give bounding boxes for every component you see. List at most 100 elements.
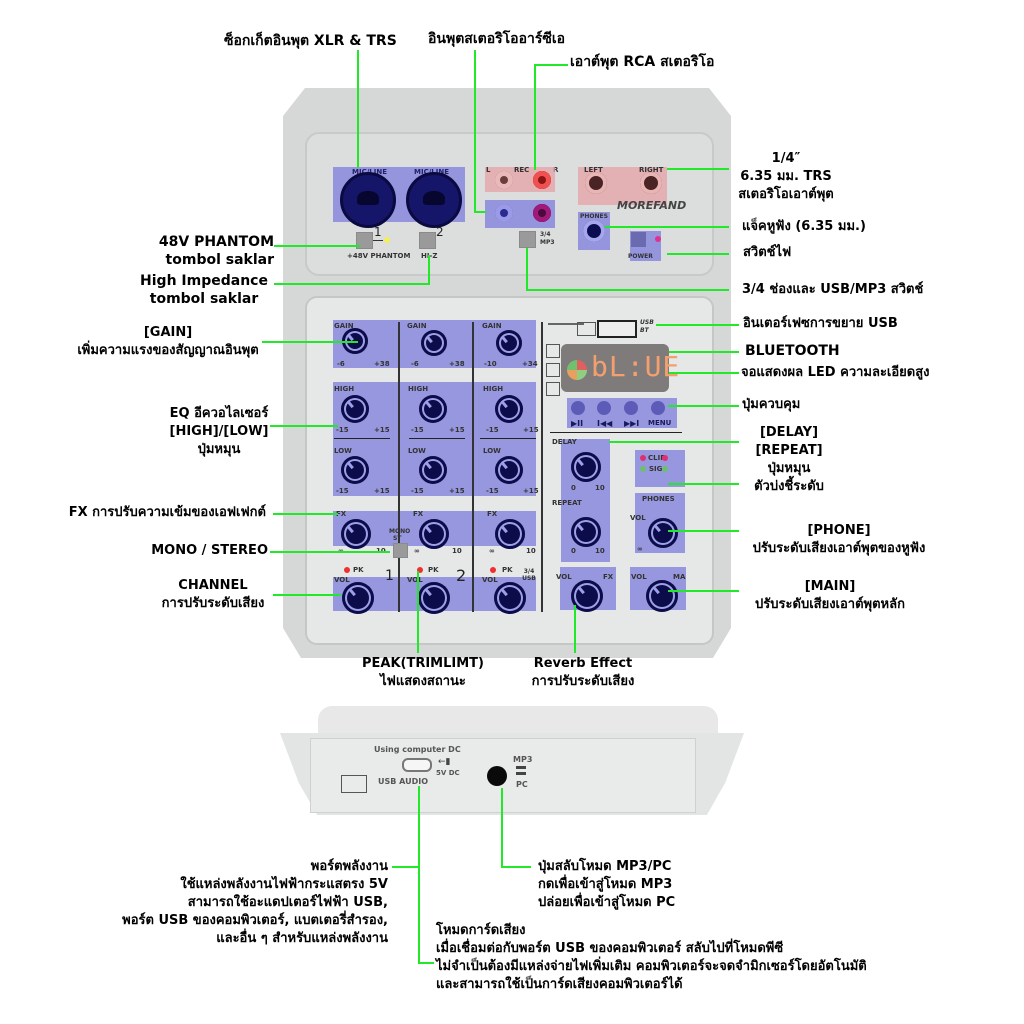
ch2-vol-label: VOL — [407, 576, 423, 584]
ch34-gain-min: -10 — [484, 360, 497, 368]
mono-stereo-switch[interactable] — [393, 543, 408, 558]
phones-vol-title: PHONES — [642, 495, 675, 503]
leader-power-port-v — [418, 786, 420, 964]
delay-knob[interactable] — [571, 452, 601, 482]
callout-trs-output: 1/4″ 6.35 มม. TRS สเตอริโอเอาต์พุต — [734, 150, 838, 204]
reverb-fx-knob[interactable] — [571, 580, 603, 612]
callout-mp3-pc-line3: ปล่อยเพื่อเข้าสู่โหมด PC — [538, 895, 676, 910]
channel-number-2: 2 — [436, 225, 444, 239]
rca-input-jack-right[interactable] — [533, 204, 551, 222]
ch34-usb-mp3-switch[interactable] — [519, 231, 536, 248]
leader-mono — [270, 551, 390, 553]
trs-output-jack-right[interactable] — [640, 172, 662, 194]
main-ma-label: MA — [673, 573, 686, 581]
rca-output-jack-left[interactable] — [495, 171, 513, 189]
callout-power-port: พอร์ตพลังงาน ใช้แหล่งพลังงานไฟฟ้ากระแสตร… — [96, 858, 388, 948]
ch34-label: 3/4 — [540, 231, 551, 238]
callout-peak-line2: ไฟแสดงสถานะ — [380, 674, 466, 689]
previous-button[interactable] — [597, 401, 611, 415]
leader-delay — [609, 441, 739, 443]
master-divider — [541, 322, 543, 612]
repeat-label: REPEAT — [552, 499, 582, 507]
ch34-vol-knob[interactable] — [494, 582, 526, 614]
led-display: bL:UE — [561, 344, 679, 392]
leader-sound-card-h — [418, 962, 434, 964]
phantom-48v-button[interactable] — [356, 232, 373, 249]
ch34-gain-knob[interactable] — [496, 330, 522, 356]
callout-reverb: Reverb Effect การปรับระดับเสียง — [510, 655, 656, 691]
ch1-low-knob[interactable] — [341, 456, 369, 484]
ch2-gain-knob[interactable] — [421, 330, 447, 356]
callout-delay-line2: [REPEAT] — [755, 443, 823, 458]
rca-output-jack-right[interactable] — [533, 171, 551, 189]
callout-trs-output-line2: 6.35 มม. TRS — [740, 169, 832, 184]
ch2-fx-min: ∞ — [414, 547, 420, 555]
callout-power-port-line4: พอร์ต USB ของคอมพิวเตอร์, แบตเตอรี่สำรอง… — [122, 913, 388, 928]
ch34-fx-knob[interactable] — [495, 519, 525, 549]
leader-ch34-h — [526, 289, 729, 291]
ch2-fx-max: 10 — [452, 547, 462, 555]
ch2-peak-led — [417, 567, 423, 573]
ch1-low-min: -15 — [336, 487, 349, 495]
ch2-fx-knob[interactable] — [419, 519, 449, 549]
xlr-input-jack-1[interactable] — [340, 172, 396, 228]
headphone-jack[interactable] — [583, 220, 605, 242]
repeat-min: 0 — [571, 547, 576, 555]
ch2-gain-max: +38 — [449, 360, 465, 368]
xlr-input-jack-2[interactable] — [406, 172, 462, 228]
dc-label: 5V DC — [436, 769, 460, 777]
callout-delay-line3: ปุ่มหมุน — [767, 461, 811, 476]
ch34-low-min: -15 — [486, 487, 499, 495]
channel-number-1: 1 — [374, 225, 382, 239]
leader-rca-out-h — [534, 64, 568, 66]
ch1-gain-label: GAIN — [334, 322, 354, 330]
ch1-high-knob[interactable] — [341, 395, 369, 423]
next-button[interactable] — [624, 401, 638, 415]
sig-led-right — [662, 466, 668, 472]
main-volume-knob[interactable] — [646, 580, 678, 612]
callout-gain-line1: [GAIN] — [143, 325, 193, 340]
usb-c-port[interactable] — [402, 758, 432, 772]
phones-volume-knob[interactable] — [648, 518, 678, 548]
ch1-low-max: +15 — [374, 487, 390, 495]
leader-headphone — [605, 226, 729, 228]
delay-max: 10 — [595, 484, 605, 492]
callout-peak: PEAK(TRIMLIMT) ไฟแสดงสถานะ — [348, 655, 498, 691]
leader-eq — [270, 425, 338, 427]
using-computer-dc-label: Using computer DC — [374, 745, 461, 754]
ch1-fx-knob[interactable] — [341, 519, 371, 549]
ch34-high-max: +15 — [523, 426, 539, 434]
rca-input-jack-left[interactable] — [495, 204, 513, 222]
callout-rca-input: อินพุตสเตอริโออาร์ซีเอ — [428, 31, 566, 47]
ch34-gain-label: GAIN — [482, 322, 502, 330]
ch1-vol-knob[interactable] — [342, 582, 374, 614]
ch1-high-max: +15 — [374, 426, 390, 434]
usb-port[interactable] — [597, 320, 637, 338]
ch34-low-knob[interactable] — [495, 456, 523, 484]
ch34-vol-label: VOL — [482, 576, 498, 584]
play-pause-button[interactable] — [571, 401, 585, 415]
pc-label-back: PC — [516, 780, 528, 789]
callout-usb: อินเตอร์เฟซการขยาย USB — [743, 316, 898, 331]
ch34-high-label: HIGH — [483, 385, 504, 393]
trs-output-jack-left[interactable] — [585, 172, 607, 194]
ch2-vol-knob[interactable] — [418, 582, 450, 614]
ch2-gain-label: GAIN — [407, 322, 427, 330]
callout-power-switch: สวิตช์ไฟ — [743, 245, 792, 260]
sig-led-left — [640, 466, 646, 472]
ch2-low-knob[interactable] — [419, 456, 447, 484]
mp3-pc-mode-button[interactable] — [487, 766, 507, 786]
repeat-knob[interactable] — [571, 517, 601, 547]
ch34-high-knob[interactable] — [495, 395, 523, 423]
disc-graphic — [567, 360, 587, 380]
ch1-high-label: HIGH — [334, 385, 355, 393]
ch2-pk-label: PK — [428, 566, 439, 574]
ch2-high-min: -15 — [411, 426, 424, 434]
menu-button[interactable] — [651, 401, 665, 415]
callout-sound-card-line2: เมื่อเชื่อมต่อกับพอร์ต USB ของคอมพิวเตอร… — [436, 941, 784, 956]
hiz-button[interactable] — [419, 232, 436, 249]
callout-channel: CHANNEL การปรับระดับเสียง — [150, 577, 276, 613]
leader-mp3pc-h — [501, 866, 531, 868]
ch2-high-knob[interactable] — [419, 395, 447, 423]
power-switch[interactable] — [631, 232, 646, 247]
